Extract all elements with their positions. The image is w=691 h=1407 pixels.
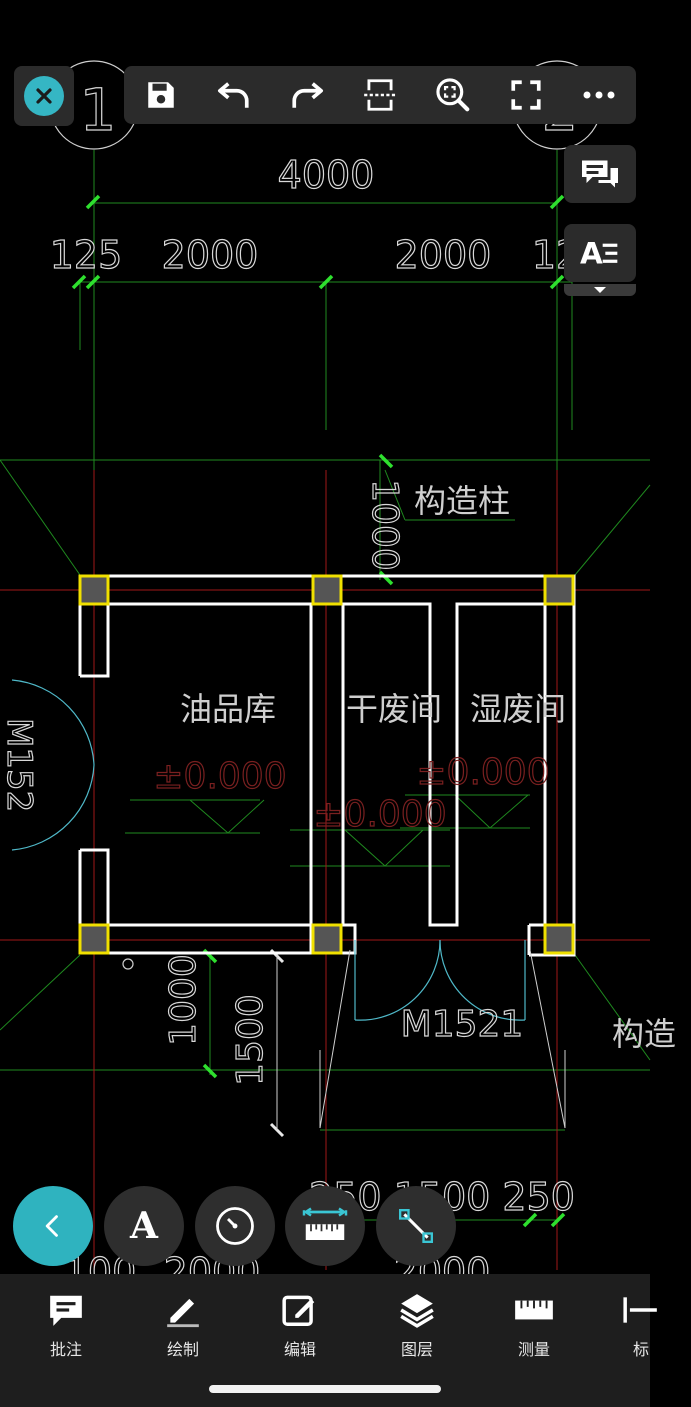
dim-2000-left: 2000 — [162, 233, 259, 277]
edit-icon — [282, 1295, 315, 1326]
zoom-extents-button[interactable] — [427, 69, 479, 121]
circle-tool-button[interactable] — [195, 1186, 275, 1266]
fullscreen-icon — [511, 80, 541, 110]
column-markers — [78, 574, 575, 955]
save-button[interactable] — [135, 69, 187, 121]
more-button[interactable] — [573, 69, 625, 121]
comments-icon — [582, 160, 618, 188]
redo-button[interactable] — [281, 69, 333, 121]
dim-125: 125 — [50, 233, 123, 277]
chevron-down-icon — [594, 287, 606, 293]
dimension-tool-icon — [302, 1207, 348, 1240]
dim-total-4000: 4000 — [278, 153, 375, 197]
more-icon — [583, 91, 615, 99]
home-indicator — [209, 1385, 441, 1393]
draw-icon — [167, 1298, 199, 1328]
nav-draw-label: 绘制 — [166, 1340, 199, 1359]
section-view-button[interactable] — [354, 69, 406, 121]
top-toolbar — [124, 66, 636, 124]
zoom-fit-icon — [436, 78, 470, 112]
annotate-icon — [50, 1295, 82, 1326]
redo-icon — [292, 82, 323, 108]
text-style-icon: A — [580, 237, 618, 271]
door-label-right: M1521 — [401, 1004, 524, 1045]
ramp-lines — [319, 949, 566, 1129]
column-label: 构造柱 — [414, 482, 510, 520]
dim-vert-1000: 1000 — [364, 479, 405, 571]
undo-icon — [217, 82, 249, 108]
dim-lower-1500: 1500 — [230, 994, 271, 1086]
nav-measure-label: 测量 — [517, 1340, 550, 1359]
small-marker — [122, 958, 134, 970]
grid-label-1: 1 — [80, 76, 117, 144]
text-style-button[interactable]: A — [564, 224, 636, 282]
section-icon — [364, 79, 396, 111]
back-icon — [45, 1215, 58, 1237]
nav-edit[interactable]: 编辑 — [250, 1292, 350, 1360]
mark-icon — [623, 1297, 657, 1323]
nav-annotate-label: 批注 — [49, 1340, 82, 1359]
elevation-3: ±0.000 — [313, 794, 446, 835]
undo-button[interactable] — [208, 69, 260, 121]
layers-icon — [400, 1294, 434, 1328]
comments-button[interactable] — [564, 145, 636, 203]
bottom-navigation: 批注 绘制 编辑 图层 测量 标 — [0, 1274, 657, 1407]
door-label-left: M152 — [0, 718, 39, 812]
room-dry-waste: 干废间 — [346, 690, 442, 728]
column-label-right: 构造 — [612, 1015, 676, 1053]
circle-tool-icon — [216, 1207, 254, 1245]
collapse-tools-button[interactable] — [13, 1186, 93, 1266]
door-arcs — [11, 679, 526, 1021]
dimension-tool-button[interactable] — [285, 1186, 365, 1266]
room-wet-waste: 湿废间 — [470, 690, 566, 728]
nav-draw[interactable]: 绘制 — [133, 1292, 233, 1360]
side-panel-toggle[interactable] — [564, 284, 636, 296]
room-oil-store: 油品库 — [180, 690, 276, 728]
nav-measure[interactable]: 测量 — [484, 1292, 584, 1360]
text-tool-icon: A — [130, 1205, 158, 1247]
line-tool-button[interactable] — [376, 1186, 456, 1266]
elevation-1: ±0.000 — [153, 756, 286, 797]
nav-layers-label: 图层 — [400, 1340, 433, 1359]
line-tool-icon — [399, 1209, 433, 1243]
nav-edit-label: 编辑 — [283, 1340, 316, 1359]
dimension-ticks — [71, 194, 566, 1228]
close-icon — [24, 76, 64, 116]
save-icon — [147, 82, 174, 108]
cad-drawing-canvas[interactable]: 1 2 — [0, 0, 676, 1407]
elevation-2: ±0.000 — [416, 752, 549, 793]
dimension-lines — [0, 150, 651, 1270]
fullscreen-button[interactable] — [500, 69, 552, 121]
nav-mark[interactable]: 标 — [591, 1292, 691, 1360]
nav-annotate[interactable]: 批注 — [16, 1292, 116, 1360]
svg-text:A: A — [580, 237, 603, 271]
nav-layers[interactable]: 图层 — [367, 1292, 467, 1360]
nav-mark-label: 标 — [632, 1340, 649, 1359]
dim-2000-right: 2000 — [395, 233, 492, 277]
measure-icon — [515, 1300, 553, 1320]
text-tool-button[interactable]: A — [104, 1186, 184, 1266]
close-button[interactable] — [14, 66, 74, 126]
dim-lower-1000: 1000 — [163, 954, 204, 1046]
